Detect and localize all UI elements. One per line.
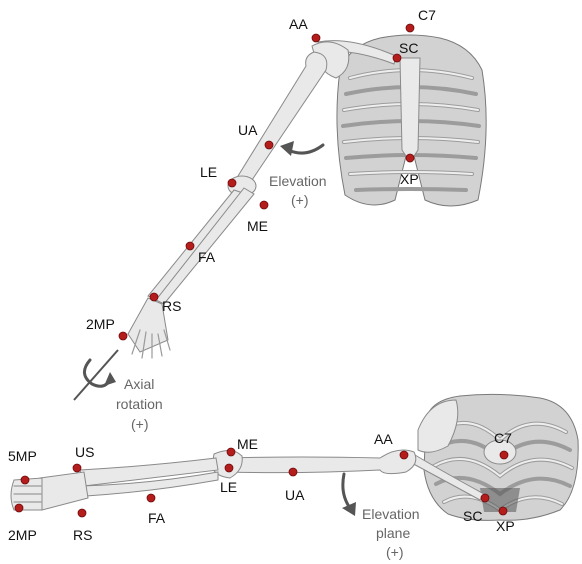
- label-xp-lower: XP: [496, 518, 515, 534]
- marker-rs: [150, 293, 158, 301]
- label-rs-lower: RS: [73, 527, 92, 543]
- lower-skeleton: 5MP 2MP US RS FA ME LE UA AA C7 SC XP El…: [8, 394, 578, 560]
- elevation-label: Elevation: [269, 173, 327, 189]
- lower-humerus: [228, 450, 416, 474]
- marker-c7: [406, 24, 414, 32]
- upper-skeleton: C7 SC AA UA LE ME XP FA RS 2MP Elevation…: [74, 7, 486, 432]
- elevation-plane-label-2: plane: [376, 525, 410, 541]
- label-le-lower: LE: [220, 479, 237, 495]
- elevation-arrow-icon: [280, 141, 323, 156]
- label-sc: SC: [399, 40, 418, 56]
- marker-me: [227, 448, 235, 456]
- label-le: LE: [200, 164, 217, 180]
- marker-aa: [400, 451, 408, 459]
- elevation-plane-label-1: Elevation: [362, 506, 420, 522]
- label-2mp: 2MP: [86, 316, 115, 332]
- elevation-sign: (+): [291, 192, 309, 208]
- marker-fa: [186, 242, 194, 250]
- marker-xp: [406, 154, 414, 162]
- elevation-plane-sign: (+): [386, 544, 404, 560]
- label-c7-lower: C7: [494, 430, 512, 446]
- marker-ua: [289, 468, 297, 476]
- marker-me: [260, 201, 268, 209]
- label-ua-lower: UA: [285, 487, 305, 503]
- label-fa: FA: [198, 249, 216, 265]
- label-fa-lower: FA: [148, 510, 166, 526]
- axial-rotation-label-2: rotation: [116, 396, 163, 412]
- marker-ua: [265, 141, 273, 149]
- elevation-plane-arrow-icon: [342, 474, 356, 516]
- marker-sc: [481, 494, 489, 502]
- label-me: ME: [247, 218, 268, 234]
- label-c7: C7: [418, 7, 436, 23]
- marker-5mp: [21, 476, 29, 484]
- marker-fa: [147, 494, 155, 502]
- marker-le: [228, 179, 236, 187]
- label-sc-lower: SC: [463, 508, 482, 524]
- marker-le: [225, 464, 233, 472]
- marker-xp: [499, 507, 507, 515]
- marker-c7: [500, 451, 508, 459]
- label-ua: UA: [238, 122, 258, 138]
- axial-rotation-arrow-icon: [74, 350, 118, 400]
- lower-ribcage: [406, 394, 578, 520]
- label-xp: XP: [400, 171, 419, 187]
- label-aa-lower: AA: [374, 431, 393, 447]
- marker-2mp: [15, 504, 23, 512]
- label-5mp: 5MP: [8, 448, 37, 464]
- label-us: US: [75, 444, 94, 460]
- marker-aa: [312, 34, 320, 42]
- label-rs: RS: [162, 298, 181, 314]
- label-aa: AA: [289, 16, 308, 32]
- marker-rs: [78, 509, 86, 517]
- upper-humerus: [238, 52, 327, 180]
- label-me-lower: ME: [237, 436, 258, 452]
- label-2mp-lower: 2MP: [8, 527, 37, 543]
- axial-rotation-label-1: Axial: [124, 376, 154, 392]
- marker-us: [73, 464, 81, 472]
- marker-2mp: [119, 332, 127, 340]
- axial-rotation-sign: (+): [131, 416, 149, 432]
